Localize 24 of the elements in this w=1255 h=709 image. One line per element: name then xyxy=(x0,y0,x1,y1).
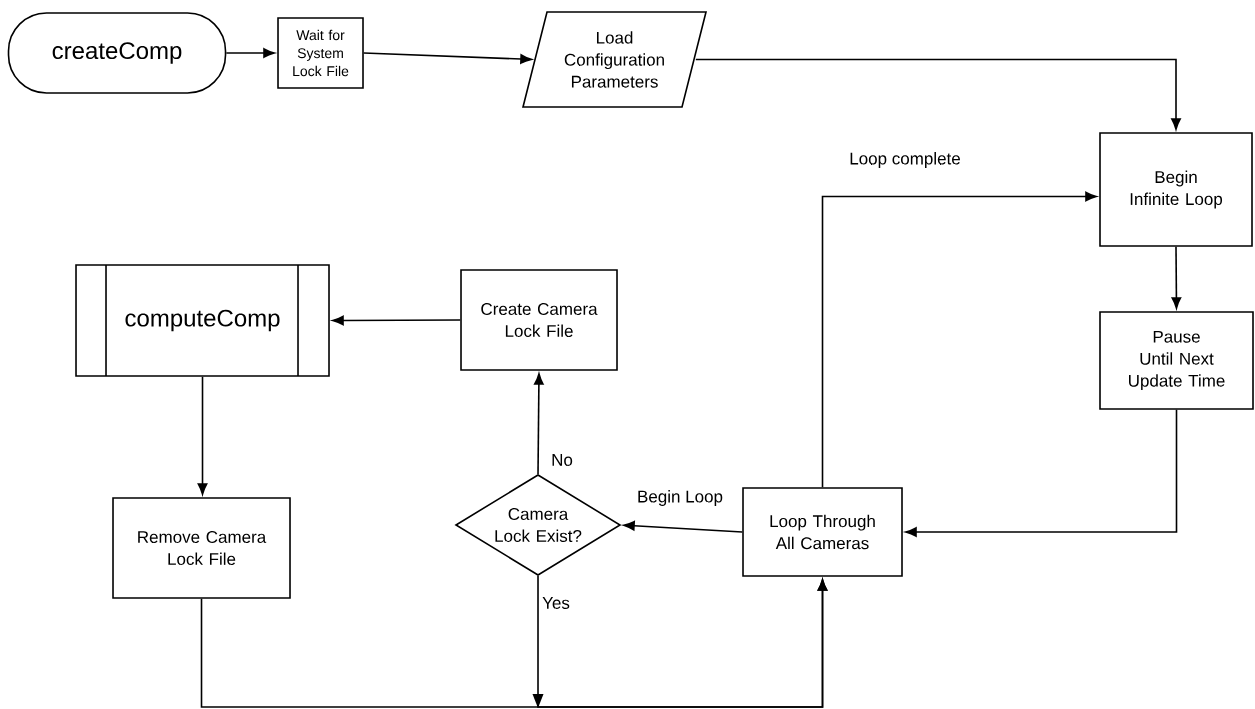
start-terminal: createComp xyxy=(7,12,227,94)
arrow xyxy=(197,376,208,495)
input-parallelogram: Load Configuration Parameters xyxy=(522,11,708,108)
arrow xyxy=(363,52,532,64)
edge-label: Loop complete xyxy=(848,151,962,169)
arrow xyxy=(695,58,1181,130)
arrow xyxy=(905,409,1178,537)
process-box: Loop Through All Cameras xyxy=(742,487,903,577)
arrow xyxy=(821,191,1097,488)
process-box: Pause Until Next Update Time xyxy=(1099,311,1254,410)
arrow xyxy=(623,520,743,533)
edge-label: Yes xyxy=(541,596,571,610)
edge-label: Begin Loop xyxy=(636,489,724,507)
subprocess-box: computeComp xyxy=(75,264,330,377)
edge-label: No xyxy=(550,453,574,467)
arrow xyxy=(534,373,544,475)
arrow xyxy=(225,48,275,58)
process-box: Create Camera Lock File xyxy=(460,269,618,371)
process-box: Begin Infinite Loop xyxy=(1099,132,1253,247)
process-box: Remove Camera Lock File xyxy=(112,497,291,599)
arrow xyxy=(1171,246,1182,309)
arrow xyxy=(332,315,461,326)
arrow xyxy=(532,575,828,708)
process-box: Wait for System Lock File xyxy=(277,17,364,89)
